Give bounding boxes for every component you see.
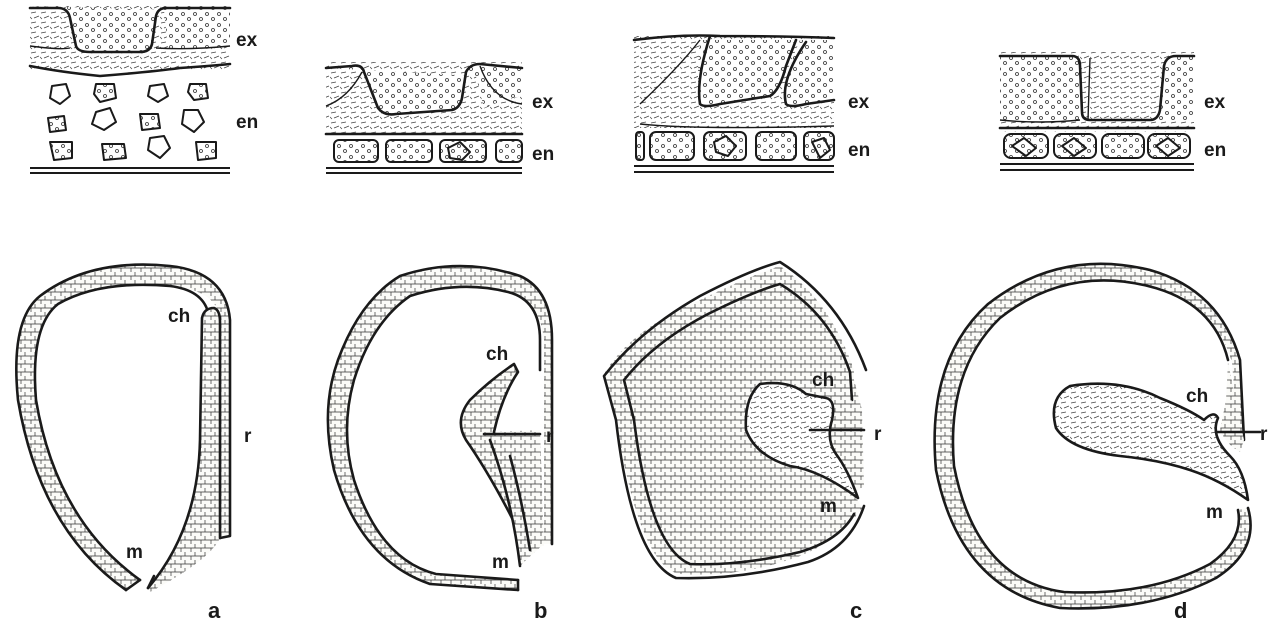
label-r-a: r (244, 426, 252, 447)
embryo-c (604, 262, 866, 578)
panel-label-d: d (1174, 598, 1187, 623)
label-r-d: r (1260, 424, 1268, 445)
embryo-a (16, 265, 230, 592)
label-m-c: m (820, 496, 837, 517)
label-r-b: r (546, 426, 554, 447)
label-ch-b: ch (486, 344, 508, 365)
label-ch-c: ch (812, 370, 834, 391)
layers-b (326, 62, 522, 173)
panel-label-a: a (208, 598, 221, 623)
label-en-b: en (532, 144, 554, 165)
layers-d (1000, 52, 1194, 170)
label-ch-d: ch (1186, 386, 1208, 407)
embryo-b (328, 266, 552, 590)
label-r-c: r (874, 424, 882, 445)
label-en-d: en (1204, 140, 1226, 161)
label-m-d: m (1206, 502, 1223, 523)
label-ex-a: ex (236, 30, 258, 51)
label-ex-c: ex (848, 92, 870, 113)
label-en-a: en (236, 112, 258, 133)
layers-a (30, 6, 230, 173)
label-ex-b: ex (532, 92, 554, 113)
panel-label-c: c (850, 598, 862, 623)
label-m-a: m (126, 542, 143, 563)
label-m-b: m (492, 552, 509, 573)
label-en-c: en (848, 140, 870, 161)
embryo-d (935, 264, 1260, 609)
label-ch-a: ch (168, 306, 190, 327)
panel-label-b: b (534, 598, 547, 623)
layers-c (634, 36, 834, 173)
label-ex-d: ex (1204, 92, 1226, 113)
